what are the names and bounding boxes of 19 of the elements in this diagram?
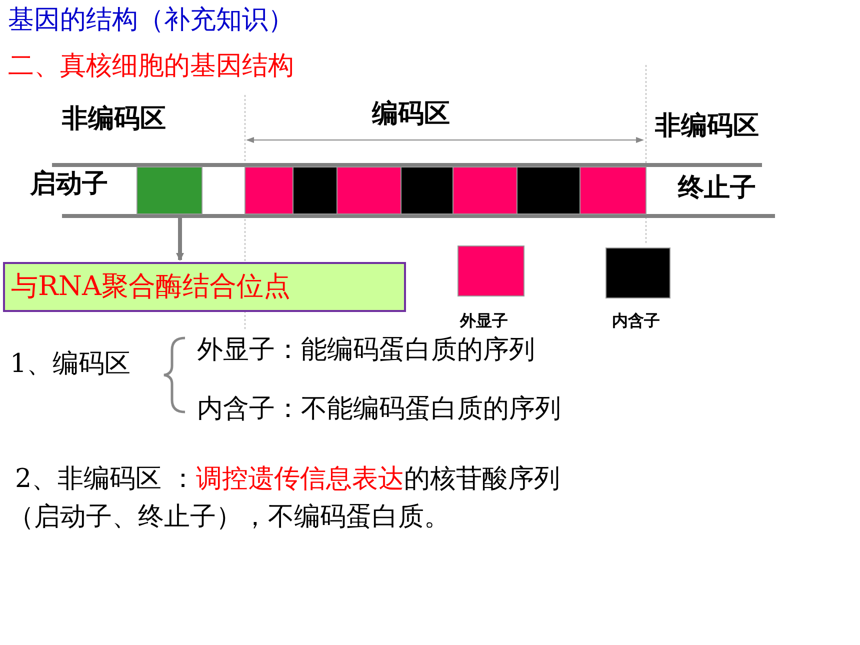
arrow	[176, 218, 184, 261]
promoter-box	[136, 166, 202, 214]
highlighted-text: 调控遗传信息表达	[196, 464, 404, 494]
paragraph-text: 2、非编码区 ：	[15, 464, 196, 494]
terminator-label: 终止子	[678, 174, 756, 203]
title: 基因的结构（补充知识）	[8, 6, 294, 35]
region-label: 编码区	[372, 100, 450, 129]
region-label: 非编码区	[655, 112, 759, 141]
section-label: 1、编码区	[10, 350, 131, 379]
heading: 二、真核细胞的基因结构	[8, 52, 294, 81]
definition-text: 内含子：不能编码蛋白质的序列	[197, 395, 561, 424]
paragraph-text: （启动子、终止子），不编码蛋白质。	[8, 503, 450, 532]
region-label: 非编码区	[62, 105, 166, 134]
paragraph-text: 的核苷酸序列	[404, 464, 560, 494]
legend-label: 外显子	[460, 312, 508, 330]
binding-site-box: 与RNA聚合酶结合位点	[3, 262, 406, 312]
definition-text: 外显子：能编码蛋白质的序列	[197, 336, 535, 365]
legend-label: 内含子	[612, 312, 660, 330]
promoter-label: 启动子	[30, 170, 108, 199]
